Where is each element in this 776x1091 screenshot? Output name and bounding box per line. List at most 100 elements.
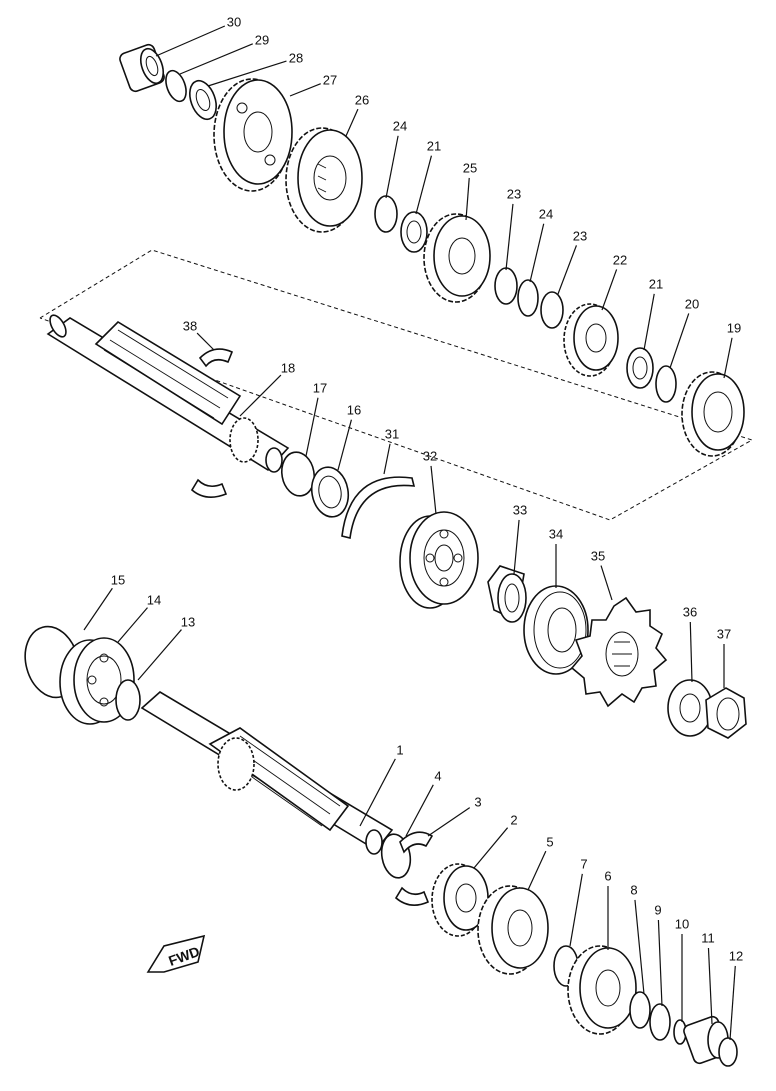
callout-label-36: 36 (683, 605, 697, 620)
callout-leader-25 (465, 177, 470, 221)
part-28-washer (189, 79, 217, 121)
callout-label-20: 20 (685, 297, 699, 312)
callout-leader-3 (427, 807, 471, 837)
callout-leader-2 (473, 827, 509, 869)
callout-label-3: 3 (474, 795, 481, 810)
part-17-circlip (280, 451, 316, 497)
callout-leader-18 (239, 374, 282, 417)
part-21b-washer (626, 347, 654, 389)
callout-label-14: 14 (147, 593, 161, 608)
part-30-needle-bearing (119, 43, 165, 93)
part-3-circlip-halves (394, 831, 434, 906)
part-23b-washer (540, 291, 564, 329)
callout-leader-7 (569, 873, 583, 947)
part-33-collar (487, 565, 527, 623)
part-21a-washer (400, 211, 428, 253)
callout-leader-23a (505, 203, 514, 271)
callout-leader-35 (600, 565, 613, 601)
callout-leader-15 (83, 587, 113, 631)
callout-label-11: 11 (701, 931, 715, 946)
callout-leader-13 (137, 629, 182, 681)
callout-leader-17 (305, 397, 319, 457)
part-29-circlip (165, 69, 187, 103)
part-23a-washer (494, 267, 518, 305)
callout-label-22: 22 (613, 253, 627, 268)
callout-label-9: 9 (654, 903, 661, 918)
part-1-main-axle (140, 691, 394, 855)
part-13-circlip (115, 679, 141, 721)
callout-leader-11 (707, 947, 713, 1025)
callout-leader-12 (729, 965, 736, 1041)
callout-layer: 3029282726242125232423222120193818171631… (83, 15, 743, 1041)
callout-label-30: 30 (227, 15, 241, 30)
callout-label-35: 35 (591, 549, 605, 564)
part-14-bearing (59, 637, 135, 725)
part-19-gear (681, 371, 745, 457)
callout-label-34: 34 (549, 527, 563, 542)
part-5-gear (477, 885, 549, 975)
callout-leader-23b (557, 245, 578, 295)
callout-leader-27 (289, 83, 321, 97)
part-8-needle-bearing (629, 991, 651, 1029)
callout-label-29: 29 (255, 33, 269, 48)
callout-label-23b: 23 (573, 229, 587, 244)
callout-leader-8 (634, 899, 645, 995)
callout-leader-30 (155, 25, 226, 57)
callout-label-28: 28 (289, 51, 303, 66)
callout-label-6: 6 (604, 869, 611, 884)
callout-leader-29 (179, 43, 253, 75)
part-6-gear (567, 945, 637, 1035)
part-32-bearing (399, 511, 479, 609)
callout-leader-36 (689, 621, 693, 683)
part-12-collar (718, 1037, 738, 1067)
callout-label-25: 25 (463, 161, 477, 176)
callout-label-17: 17 (313, 381, 327, 396)
part-16-washer (310, 466, 350, 518)
part-2-gear (431, 863, 489, 937)
part-22-gear (563, 303, 619, 377)
part-9-washer (649, 1003, 671, 1041)
callout-label-21a: 21 (427, 139, 441, 154)
callout-leader-21b (643, 293, 655, 351)
callout-label-1: 1 (396, 743, 403, 758)
part-26-gear (285, 127, 363, 233)
callout-label-37: 37 (717, 627, 731, 642)
callout-label-21b: 21 (649, 277, 663, 292)
callout-label-5: 5 (546, 835, 553, 850)
callout-label-32: 32 (423, 449, 437, 464)
part-37-nut (705, 687, 747, 739)
callout-leader-31 (383, 443, 391, 475)
callout-label-16: 16 (347, 403, 361, 418)
part-24b-circlip (517, 279, 539, 317)
callout-label-12: 12 (729, 949, 743, 964)
callout-label-19: 19 (727, 321, 741, 336)
callout-leader-28 (207, 60, 287, 87)
callout-leader-5 (527, 850, 547, 891)
assembly-boundary (39, 249, 754, 521)
callout-leader-20 (669, 313, 690, 369)
part-36-lock-washer (667, 679, 713, 737)
part-25-gear (423, 213, 491, 303)
callout-label-33: 33 (513, 503, 527, 518)
callout-label-27: 27 (323, 73, 337, 88)
callout-leader-22 (601, 269, 618, 311)
callout-leader-1 (359, 758, 396, 827)
callout-leader-14 (117, 607, 148, 643)
callout-label-8: 8 (630, 883, 637, 898)
callout-leader-4 (405, 784, 434, 837)
callout-label-10: 10 (675, 917, 689, 932)
callout-leader-32 (430, 465, 437, 515)
callout-label-7: 7 (580, 857, 587, 872)
callout-label-13: 13 (181, 615, 195, 630)
callout-leader-19 (723, 337, 733, 379)
callout-label-4: 4 (434, 769, 441, 784)
callout-label-23a: 23 (507, 187, 521, 202)
callout-label-38: 38 (183, 319, 197, 334)
callout-label-24a: 24 (393, 119, 407, 134)
callout-leader-24b (529, 223, 545, 283)
callout-leader-16 (337, 419, 353, 471)
part-31-ring (341, 476, 416, 539)
callout-label-26: 26 (355, 93, 369, 108)
forward-arrow-icon: FWD (146, 934, 206, 973)
